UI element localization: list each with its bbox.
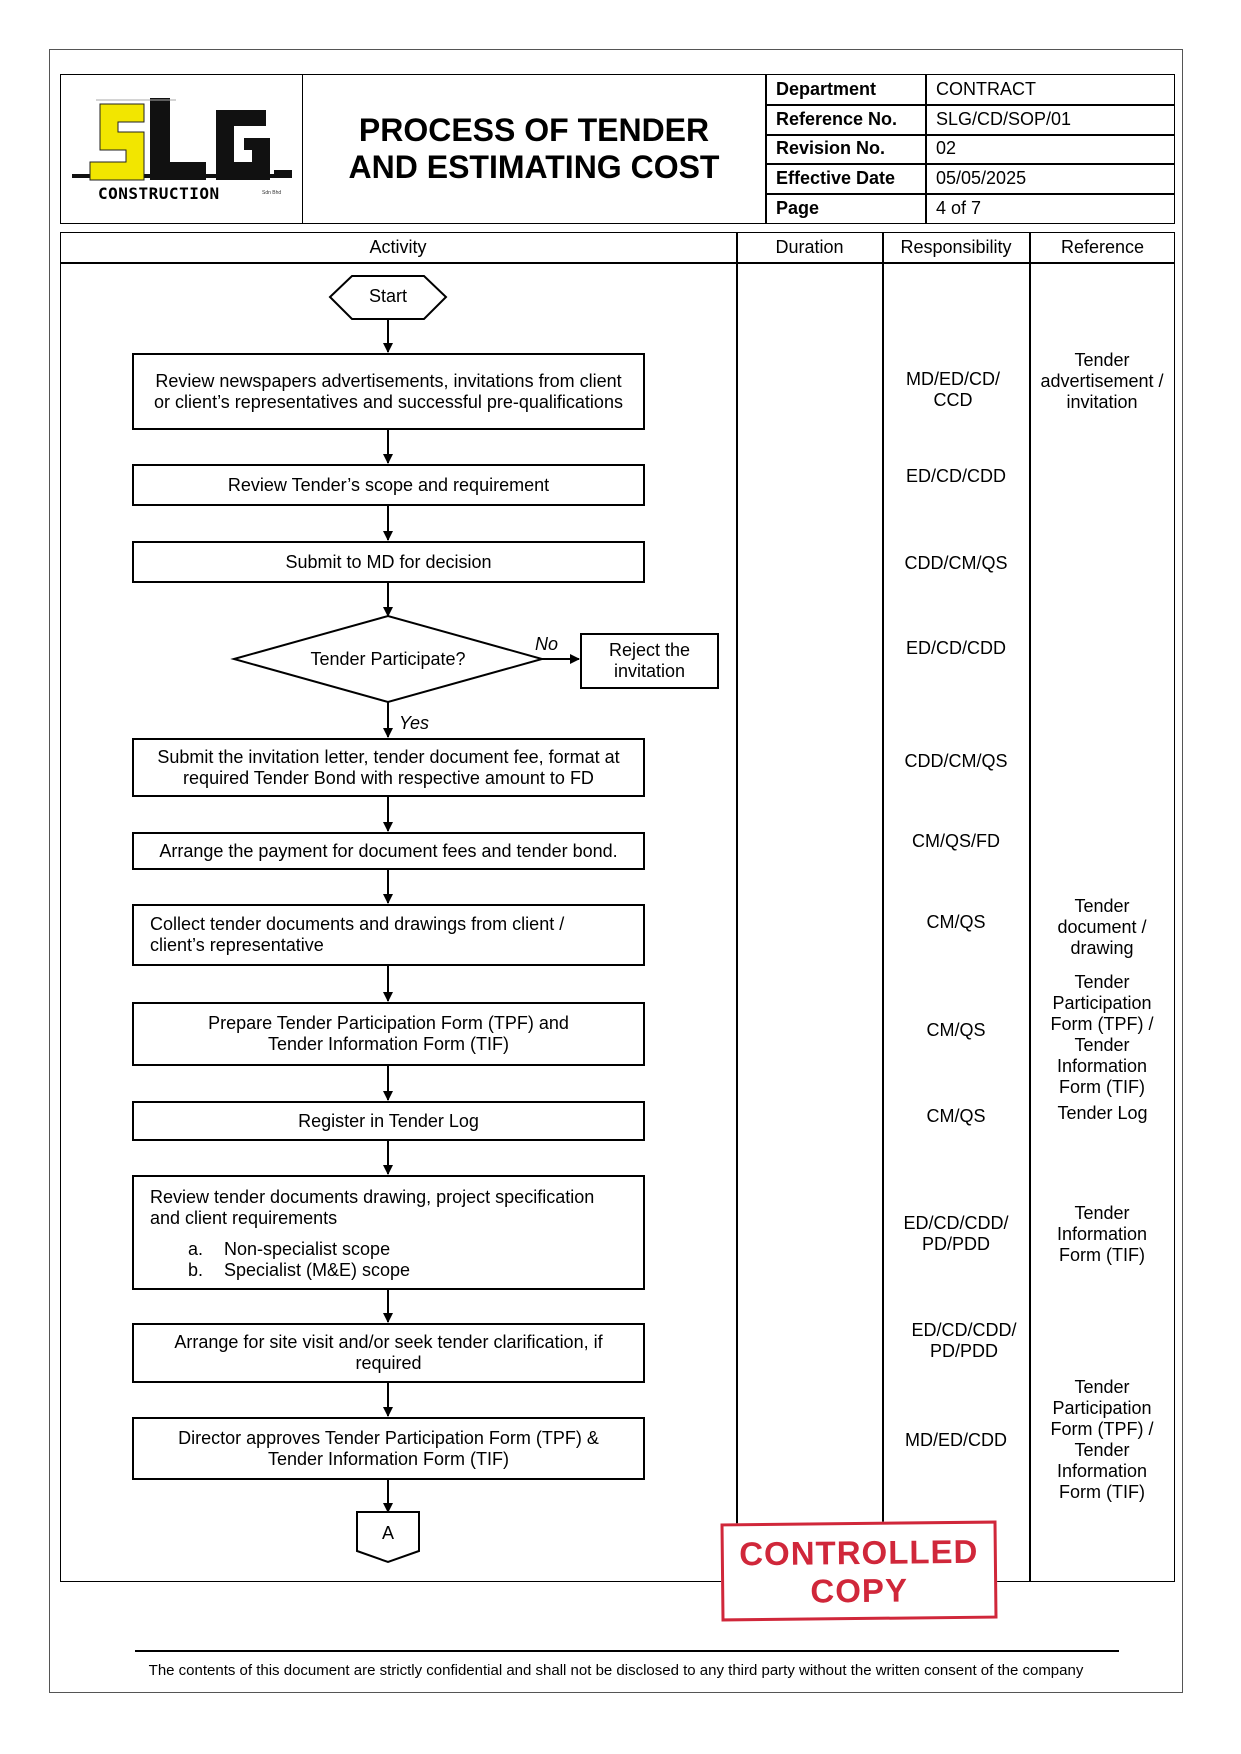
department-value: CONTRACT: [936, 78, 1036, 99]
logo-word: CONSTRUCTION: [98, 184, 220, 203]
responsibility-8: CM/QS: [926, 1020, 986, 1040]
responsibility-12: MD/ED/CDD: [905, 1430, 1007, 1450]
doc-info-divider: [925, 74, 927, 224]
title-line-1: PROCESS OF TENDER: [358, 112, 710, 148]
column-header-line: [60, 262, 1175, 264]
start-terminal-shape: [328, 275, 448, 320]
reference-6: Tender Participation Form (TPF) / Tender…: [1050, 1377, 1154, 1502]
reference-3: Tender Participation Form (TPF) / Tender…: [1050, 972, 1154, 1097]
company-logo: CONSTRUCTION Sdn Bhd: [66, 92, 298, 206]
start-terminal: Start: [368, 286, 407, 306]
page-title: PROCESS OF TENDER AND ESTIMATING COST: [302, 112, 766, 186]
logo-suffix: Sdn Bhd: [262, 190, 282, 196]
column-header-duration: Duration: [775, 237, 844, 257]
step-site-visit: Arrange for site visit and/or seek tende…: [132, 1323, 645, 1383]
decision-diamond-shape: [230, 614, 546, 704]
reference-1: Tender advertisement / invitation: [1040, 350, 1164, 412]
column-header-responsibility: Responsibility: [900, 237, 1012, 257]
off-page-connector-label: A: [381, 1523, 394, 1543]
responsibility-7: CM/QS: [926, 912, 986, 932]
footer-rule: [135, 1650, 1119, 1652]
column-divider-1: [736, 232, 738, 1582]
controlled-copy-stamp: CONTROLLED COPY: [720, 1520, 998, 1622]
revision-no-value: 02: [936, 138, 957, 158]
step-arrange-payment: Arrange the payment for document fees an…: [132, 832, 645, 870]
responsibility-4: ED/CD/CDD: [905, 638, 1006, 658]
header-title-cell: [302, 74, 766, 224]
revision-no-label: Revision No.: [776, 138, 886, 158]
step-review-tender-documents: Review tender documents drawing, project…: [132, 1175, 645, 1290]
step-submit-invitation-letter: Submit the invitation letter, tender doc…: [132, 738, 645, 797]
step-review-item-b: b. Specialist (M&E) scope: [188, 1260, 411, 1280]
title-line-2: AND ESTIMATING COST: [348, 149, 720, 185]
reference-5: Tender Information Form (TIF): [1056, 1203, 1148, 1265]
step-register-tender-log: Register in Tender Log: [132, 1101, 645, 1141]
step-review-scope: Review Tender’s scope and requirement: [132, 464, 645, 506]
footer-confidentiality-note: The contents of this document are strict…: [148, 1662, 1084, 1679]
stamp-line-1: CONTROLLED: [739, 1532, 979, 1573]
doc-info-table: [766, 74, 1175, 224]
doc-info-row-line: [766, 104, 1175, 106]
responsibility-1: MD/ED/CD/ CCD: [906, 369, 1000, 410]
decision-tender-participate: Tender Participate?: [310, 649, 466, 669]
step-review-item-a: a. Non-specialist scope: [188, 1239, 391, 1259]
column-header-reference: Reference: [1060, 237, 1145, 257]
responsibility-11: ED/CD/CDD/ PD/PDD: [911, 1320, 1017, 1361]
effective-date-value: 05/05/2025: [936, 167, 1027, 188]
doc-info-row-line: [766, 193, 1175, 195]
reference-no-label: Reference No.: [776, 108, 898, 129]
process-table: [60, 232, 1175, 1582]
decision-yes-label: Yes: [399, 713, 430, 733]
step-submit-md-decision: Submit to MD for decision: [132, 541, 645, 583]
department-label: Department: [776, 78, 877, 99]
decision-no-label: No: [535, 634, 559, 654]
off-page-connector-shape: [356, 1511, 420, 1564]
step-reject-invitation: Reject the invitation: [580, 633, 719, 689]
header-logo-cell: [60, 74, 303, 224]
step-review-advertisements: Review newspapers advertisements, invita…: [132, 353, 645, 430]
responsibility-3: CDD/CM/QS: [904, 553, 1008, 573]
logo-graphic: [72, 98, 292, 181]
step-review-tender-intro: Review tender documents drawing, project…: [150, 1187, 595, 1228]
page-value: 4 of 7: [936, 198, 982, 218]
responsibility-10: ED/CD/CDD/ PD/PDD: [903, 1213, 1009, 1254]
column-header-activity: Activity: [369, 237, 427, 257]
doc-info-row-line: [766, 163, 1175, 165]
doc-info-row-line: [766, 134, 1175, 136]
stamp-line-2: COPY: [810, 1571, 909, 1610]
column-divider-2: [882, 232, 884, 1582]
step-prepare-tpf-tif: Prepare Tender Participation Form (TPF) …: [132, 1002, 645, 1066]
reference-4: Tender Log: [1057, 1103, 1148, 1123]
responsibility-9: CM/QS: [926, 1106, 986, 1126]
responsibility-5: CDD/CM/QS: [904, 751, 1008, 771]
responsibility-6: CM/QS/FD: [912, 831, 1000, 851]
responsibility-2: ED/CD/CDD: [905, 466, 1006, 486]
reference-2: Tender document / drawing: [1057, 896, 1147, 958]
step-director-approves: Director approves Tender Participation F…: [132, 1417, 645, 1480]
reference-no-value: SLG/CD/SOP/01: [936, 108, 1072, 129]
step-collect-tender-documents: Collect tender documents and drawings fr…: [132, 904, 645, 966]
effective-date-label: Effective Date: [776, 167, 896, 188]
page-frame: [49, 49, 1183, 1693]
page-label: Page: [776, 198, 820, 218]
column-divider-3: [1029, 232, 1031, 1582]
